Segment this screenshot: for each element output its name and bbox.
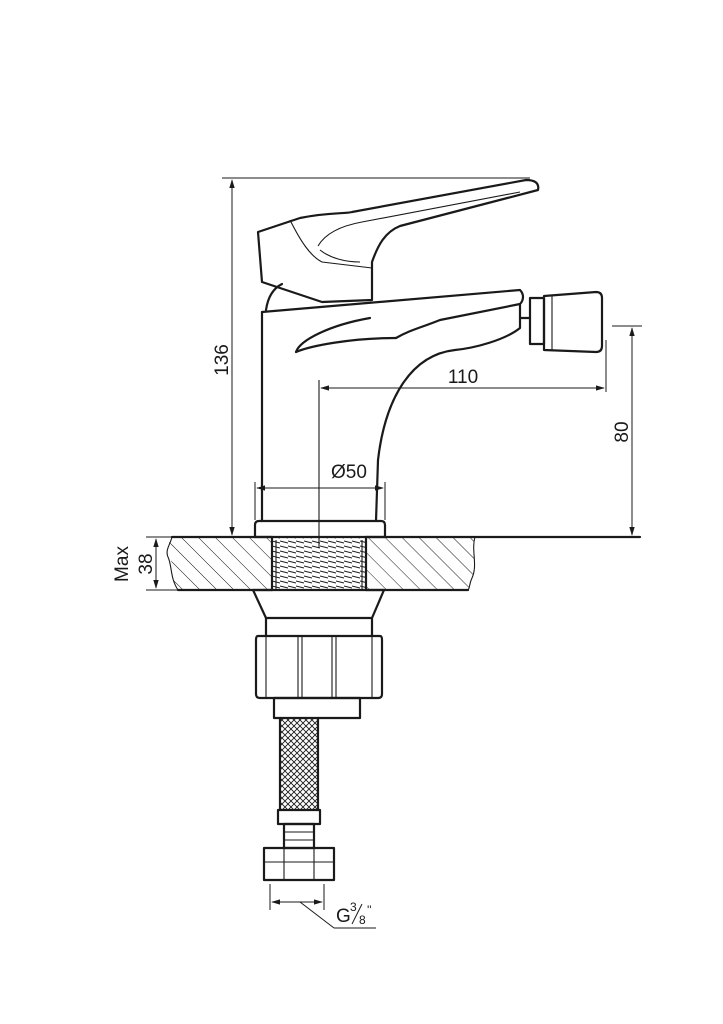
spout-height-label: 80	[612, 421, 633, 442]
lever-handle	[256, 178, 540, 312]
height-total-label: 136	[212, 344, 233, 376]
base-diameter-label: Ø50	[331, 462, 367, 483]
max-deck-label: Max	[112, 546, 133, 582]
thread-denominator: 8	[359, 913, 366, 927]
spout-reach-label: 110	[448, 367, 478, 388]
dimension-base-diameter: Ø50	[254, 462, 386, 520]
flexible-hose	[262, 716, 336, 882]
faucet-body	[260, 288, 604, 523]
thread-prefix: G	[336, 906, 351, 927]
dimension-max-deck: 38 Max	[112, 536, 178, 591]
thread-suffix: ''	[367, 903, 372, 917]
dimension-spout-height: 80	[612, 325, 642, 536]
countertop-section	[166, 535, 642, 592]
mounting-nut	[251, 588, 386, 720]
dimension-spout-reach: 110	[320, 340, 607, 392]
max-deck-value: 38	[136, 553, 157, 574]
dimension-height-total: 136	[212, 177, 530, 538]
dimension-thread: G 3 8 ''	[269, 884, 376, 929]
thread-numerator: 3	[350, 900, 357, 914]
base-rosette	[253, 519, 387, 539]
